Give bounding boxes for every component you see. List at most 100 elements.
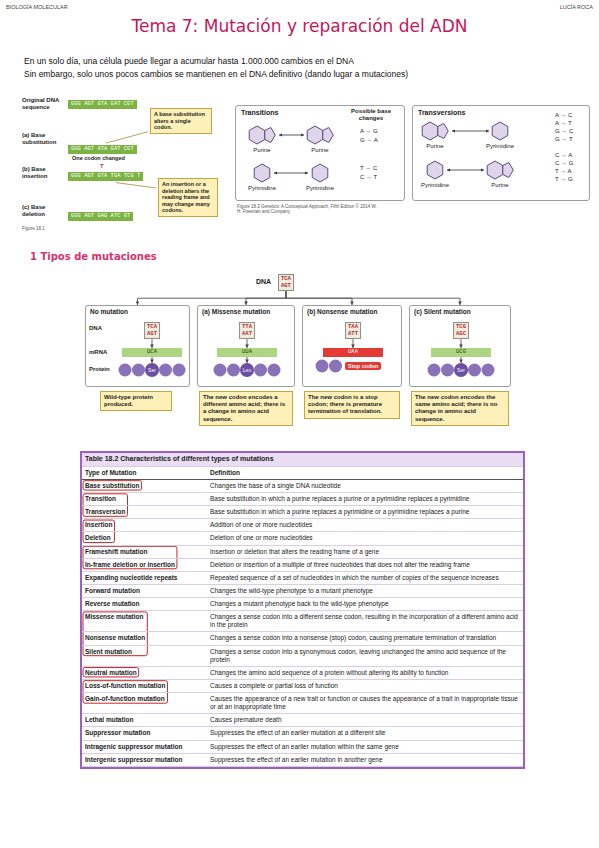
table-grid: Table 18.2 Characteristics of different …	[82, 453, 523, 767]
amino-acid: Ser	[454, 363, 468, 377]
table-cell: Transversion	[82, 506, 207, 519]
table-text: Repeated sequence of a set of nucleotide…	[210, 574, 499, 581]
dna-box: TCA AGT	[144, 322, 160, 339]
table-cell: Repeated sequence of a set of nucleotide…	[207, 572, 523, 585]
table-text: Definition	[210, 469, 240, 476]
table-text: Changes a sense codon into a synonymous …	[210, 648, 506, 663]
table-text: Suppressor mutation	[85, 729, 150, 736]
table-cell: Base substitution	[82, 480, 207, 493]
node-text: The new codon is a stop codon; there is …	[308, 394, 396, 416]
caption-box: The new codon is a stop codon; there is …	[304, 391, 400, 419]
mutation-panel: (a) Missense mutationTTA AATUUALeu	[197, 305, 295, 387]
text-label: En un solo día, una célula puede llegar …	[24, 56, 354, 66]
node-text: A base substitution alters a single codo…	[154, 111, 208, 131]
table-cell: Forward mutation	[82, 585, 207, 598]
text-label: T	[100, 163, 104, 169]
group-outline	[83, 494, 127, 517]
node-text: (b) Nonsense mutation	[303, 306, 401, 317]
purine-ring	[438, 124, 449, 139]
table-cell: Loss-of-function mutation	[82, 680, 207, 693]
amino-acid-bead	[254, 364, 267, 377]
purine-ring	[307, 126, 323, 144]
purine-ring	[422, 122, 438, 140]
table-cell: Neutral mutation	[82, 667, 207, 680]
text-label: Pyrimidine	[248, 185, 276, 191]
table-cell: Intragenic suppressor mutation	[82, 741, 207, 754]
purine-ring	[487, 161, 503, 179]
table-text: Neutral mutation	[85, 669, 137, 676]
amino-acid-bead	[468, 364, 481, 377]
purine-ring	[265, 128, 276, 143]
amino-acid: Leu	[240, 363, 254, 377]
table-cell: Table 18.2 Characteristics of different …	[82, 453, 523, 467]
table-cell: Suppresses the effect of an earlier muta…	[207, 741, 523, 754]
amino-acid-bead	[119, 364, 132, 377]
table-text: Silent mutation	[85, 648, 132, 655]
mrna-bar: UCG	[431, 348, 491, 357]
callout-box: An insertion or a deletion alters the re…	[158, 178, 218, 217]
pyrimidine-ring	[312, 164, 328, 182]
table-text: Expanding nucleotide repeats	[85, 574, 177, 581]
purine-ring	[323, 128, 334, 143]
exchange-arrow	[274, 173, 308, 174]
caption-box: Wild-type protein produced.	[100, 391, 172, 411]
text-label: Figure 18.3 Genetics: A Conceptual Appro…	[237, 204, 377, 215]
table-cell: Base substitution in which a purine repl…	[207, 493, 523, 506]
group-outline	[83, 681, 168, 704]
table-text: Causes premature death	[210, 716, 282, 723]
table-text: Table 18.2 Characteristics of different …	[85, 455, 274, 462]
text-label: C → A	[555, 152, 572, 158]
table-cell: Addition of one or more nucleotides	[207, 519, 523, 532]
table-frame: Table 18.2 Characteristics of different …	[80, 451, 525, 769]
amino-acid: Ser	[145, 363, 159, 377]
table-text: Changes a sense codon into a nonsense (s…	[210, 634, 496, 641]
table-cell: Type of Mutation	[82, 467, 207, 480]
amino-acid-bead	[316, 360, 329, 373]
table-text: Intergenic suppressor mutation	[85, 756, 183, 763]
text-label: 1 Tipos de mutaciones	[30, 251, 157, 262]
exchange-arrow	[447, 170, 484, 171]
table-cell: Transition	[82, 493, 207, 506]
sequence-bar: GGG AGT GAG ATC GT	[68, 212, 133, 221]
text-label: Purine	[426, 143, 443, 149]
node-text: Ser	[454, 363, 468, 377]
connector	[246, 291, 286, 305]
amino-acid-bead	[428, 364, 441, 377]
node-text: An insertion or a deletion alters the re…	[162, 181, 214, 214]
node-text: The new codon encodes a different amino …	[203, 394, 289, 423]
node-text: (a) Missense mutation	[198, 306, 294, 317]
node-text: Ser	[145, 363, 159, 377]
node-text: No mutation	[86, 306, 189, 317]
mutation-panel: (c) Silent mutationTCG AGCUCGSer	[409, 305, 511, 387]
amino-acid-bead	[159, 364, 172, 377]
table-text: Changes a sense codon into a different s…	[210, 613, 518, 628]
text-label: DNA	[89, 325, 102, 331]
text-label: Sin embargo, solo unos pocos cambios se …	[24, 69, 408, 79]
node-text: TTA AAT	[242, 324, 252, 337]
table-cell: Lethal mutation	[82, 714, 207, 727]
exchange-arrow	[279, 135, 304, 136]
table-cell: Intergenic suppressor mutation	[82, 754, 207, 767]
pyrimidine-ring	[427, 161, 443, 179]
table-cell: Changes a mutant phenotype back to the w…	[207, 598, 523, 611]
caption-box: The new codon encodes the same amino aci…	[411, 391, 509, 426]
table-text: Nonsense mutation	[85, 634, 145, 641]
table-cell: Causes premature death	[207, 714, 523, 727]
node-text: The new codon encodes the same amino aci…	[415, 394, 505, 423]
text-label: A → C	[555, 112, 572, 118]
table-cell: Silent mutation	[82, 646, 207, 667]
node-text: Leu	[240, 363, 254, 377]
node-text: GGG AGT GTA GAT CGT	[71, 101, 134, 108]
text-label: Figure 18.1	[22, 226, 45, 231]
node-text: (c) Silent mutation	[410, 306, 510, 317]
callout-box: A base substitution alters a single codo…	[150, 108, 212, 134]
group-outline	[83, 668, 139, 677]
node-text: Stop codon	[348, 363, 378, 369]
table-text: Changes a mutant phenotype back to the w…	[210, 600, 389, 607]
node-text: GGG AGT ATA GAT CGT	[71, 146, 134, 153]
table-cell: Deletion of one or more nucleotides	[207, 532, 523, 545]
connector	[152, 339, 153, 348]
mutation-panel: (b) Nonsense mutationTAA ATTUAAStop codo…	[302, 305, 402, 387]
table-cell: Reverse mutation	[82, 598, 207, 611]
table-cell: Deletion or insertion of a multiple of t…	[207, 559, 523, 572]
